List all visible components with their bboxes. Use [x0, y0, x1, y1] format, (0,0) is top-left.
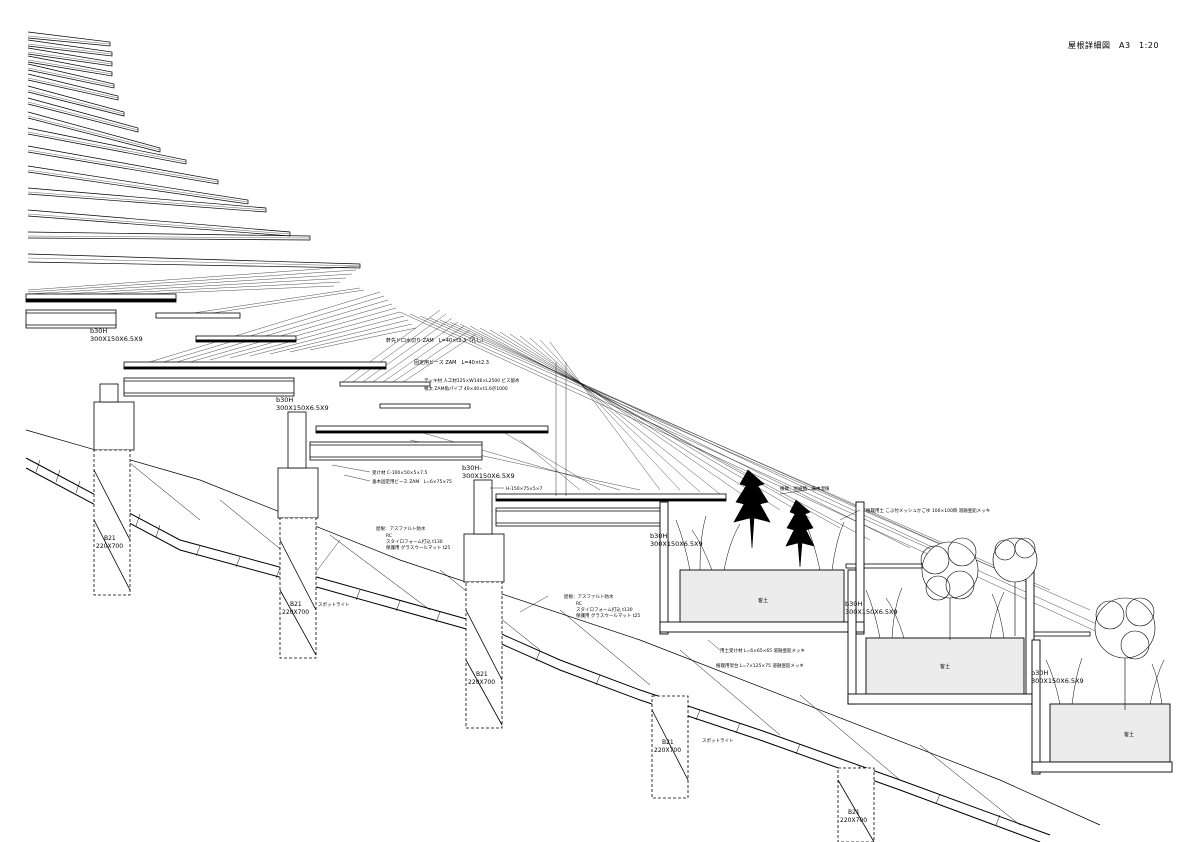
tree-4 — [992, 537, 1038, 636]
callout-roof-2: 屋根：アスファルト防水 — [564, 593, 614, 600]
planter-boxes — [659, 501, 1173, 775]
beam-label-2: 300X150X6.5X9 — [276, 404, 329, 412]
callout-glasswool-1: 保護用 グラスウールマット t25 — [386, 544, 450, 551]
stepped-roof-louvers — [27, 31, 361, 269]
callout-rafter-piece: 垂木固定用ビース ZAM L=6×75×75 — [372, 478, 452, 485]
pier-tag-5: B21 — [848, 809, 860, 816]
beam-label-3: 300X150X6.5X9 — [462, 472, 515, 480]
tree-1 — [733, 469, 771, 549]
soil-label-3: 客土 — [1124, 731, 1134, 738]
callout-joist: 根太 ZAM角パイプ 40×40×t1.6＠1000 — [424, 385, 508, 392]
pier-tag-2: B21 — [290, 601, 302, 608]
tree-3 — [920, 537, 979, 640]
leader-lines — [315, 362, 861, 651]
soil-label-1: 客土 — [758, 597, 768, 604]
beam-label-6: 300X150X6.5X9 — [1031, 677, 1084, 685]
callout-planter-frame: 植栽用架台 L=7×125×75 溶融亜鉛メッキ — [716, 662, 804, 669]
callout-styro-2: スタイロフォーム打込 t130 — [576, 606, 633, 613]
beam-tag-4: b30H — [650, 532, 667, 540]
callout-spotlight-2: スポットライト — [702, 737, 734, 744]
beam-tag-2: b30H — [276, 396, 293, 404]
beam-label-4: 300X150X6.5X9 — [650, 540, 703, 548]
pier-tag-3: B21 — [476, 671, 488, 678]
pier-label-1: 220X700 — [96, 543, 123, 550]
beam-label-5: 300X150X6.5X9 — [845, 608, 898, 616]
callout-roof-1: 屋根：アスファルト防水 — [376, 525, 426, 532]
beam-tag-1: b30H — [90, 327, 107, 335]
annotation-labels: b30H 300X150X6.5X9 b30H 300X150X6.5X9 b3… — [90, 327, 1134, 824]
pier-label-2: 220X700 — [282, 609, 309, 616]
deck-slabs — [25, 293, 1091, 637]
beam-tag-3: b30H- — [462, 464, 482, 472]
concrete-piers — [93, 383, 875, 842]
callout-deck: デッキ材 人工材125×W146×L2500 ビス留め — [424, 377, 520, 384]
callout-fixing-piece: 固定用ビース ZAM L=40×t2.3 — [414, 359, 489, 366]
callout-planter-mesh: 植栽用土 こぶ付メッシュかごゆ 100×100目 溶融亜鉛メッキ — [866, 507, 991, 514]
planting — [675, 469, 1165, 710]
steel-beams — [25, 309, 667, 527]
grasses — [675, 515, 1165, 705]
pier-label-4: 220X700 — [654, 747, 681, 754]
callout-planting: 植栽：地被類 低木混植 — [780, 485, 830, 492]
tree-5 — [1094, 597, 1156, 710]
pier-tag-4: B21 — [662, 739, 674, 746]
beam-tag-6: b30H — [1031, 669, 1048, 677]
pier-label-5: 220X700 — [840, 817, 867, 824]
pier-label-3: 220X700 — [468, 679, 495, 686]
deck-plank-fan — [27, 265, 1116, 641]
slope-ground — [25, 429, 1101, 842]
pier-tag-1: B21 — [104, 535, 116, 542]
callout-channel: 受け材 C-100×50×5×7.5 — [372, 469, 427, 476]
soil-label-2: 客土 — [940, 663, 950, 670]
beam-label-1: 300X150X6.5X9 — [90, 335, 143, 343]
callout-glasswool-2: 保護用 グラスウールマット t25 — [576, 612, 640, 619]
callout-rc-2: RC — [576, 601, 582, 607]
beam-tag-5: b30H — [845, 600, 862, 608]
callout-eave-flashing: 軒先ド口水切り ZAM L=40×t2.3（孔し） — [386, 337, 486, 344]
tree-2 — [785, 499, 815, 568]
sheet-title: 屋根詳細図 A3 1:20 — [1068, 41, 1160, 50]
callout-rc-1: RC — [386, 533, 392, 539]
callout-hsection: H-150×75×5×7 — [506, 486, 542, 492]
callout-styro-1: スタイロフォーム打込 t130 — [386, 538, 443, 545]
callout-spotlight-1: スポットライト — [318, 601, 350, 608]
callout-soil-support: 用土受け材 L=6×65×65 溶融亜鉛メッキ — [720, 647, 805, 654]
